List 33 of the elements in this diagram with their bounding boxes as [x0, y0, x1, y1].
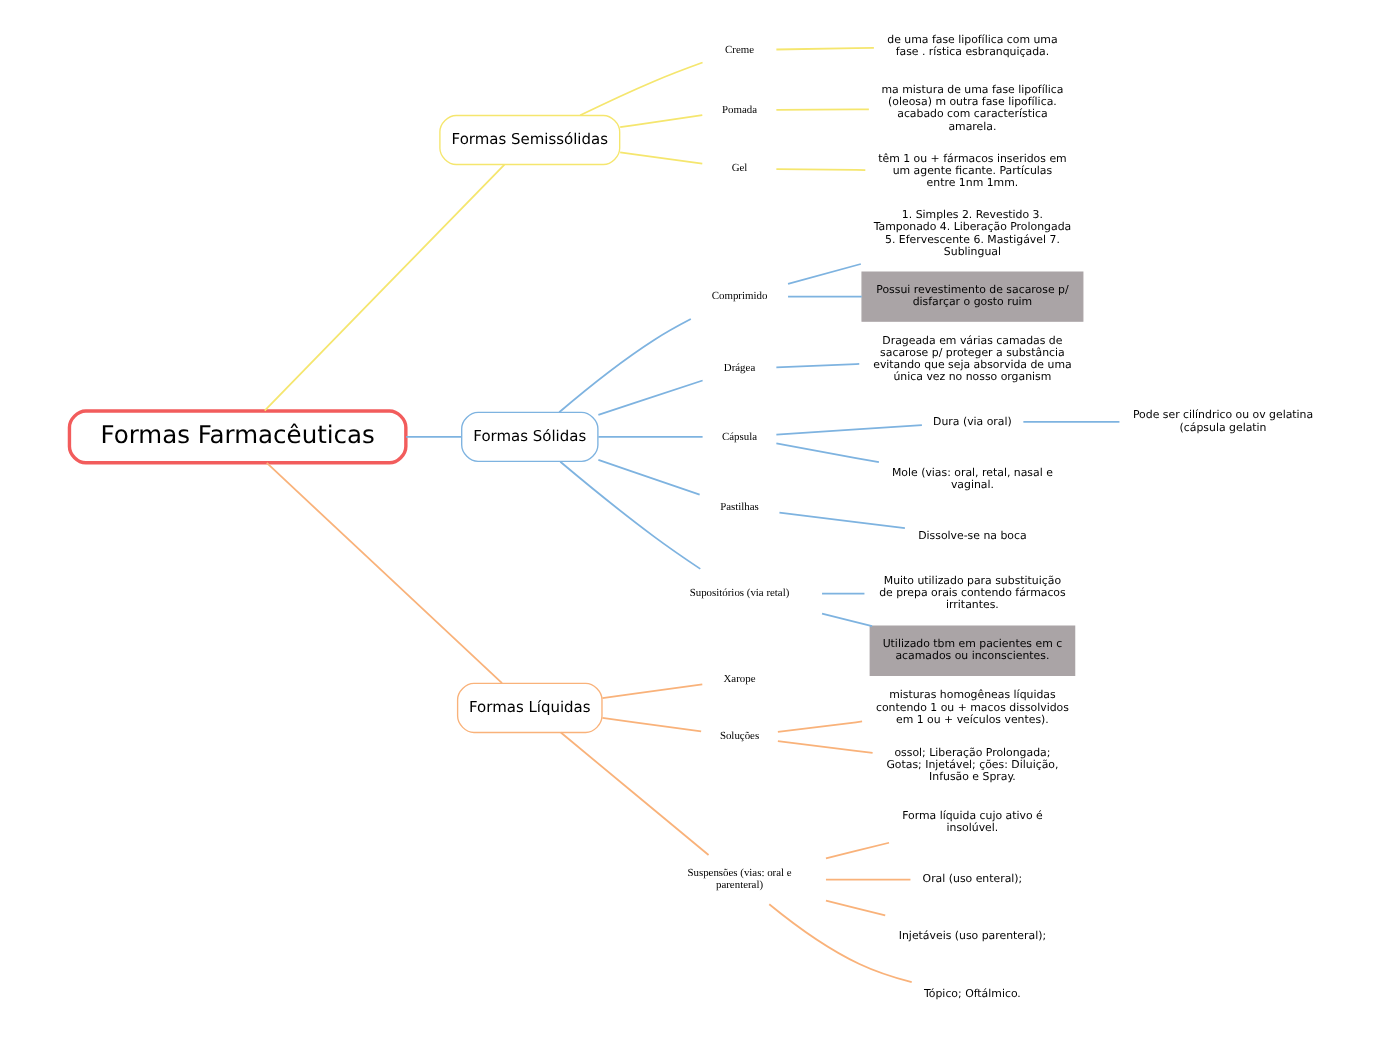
connector: [774, 108, 869, 111]
connector: [618, 151, 703, 165]
connector: [786, 263, 861, 285]
connector: [600, 683, 703, 699]
connector: [774, 363, 860, 369]
connector: [1021, 421, 1120, 423]
connector: [262, 163, 505, 412]
connector: [596, 436, 703, 438]
connector: [558, 731, 709, 856]
connector: [557, 318, 691, 414]
connector: [774, 424, 922, 436]
connector: [404, 436, 462, 438]
connector: [776, 740, 873, 754]
connector: [558, 460, 701, 570]
connector: [767, 903, 912, 984]
connector: [596, 459, 700, 496]
connector: [786, 295, 862, 298]
connector: [824, 878, 911, 881]
connector: [600, 716, 702, 733]
connector: [777, 511, 905, 529]
connector: [264, 462, 502, 685]
connector: [618, 114, 703, 128]
connector: [824, 899, 886, 917]
connector: [820, 592, 865, 595]
connector: [774, 46, 874, 51]
connector: [820, 612, 872, 628]
connector: [774, 442, 879, 464]
connector: [774, 168, 866, 171]
connector: [824, 841, 889, 860]
connector: [776, 720, 862, 733]
connector: [596, 379, 703, 416]
connector: [578, 61, 703, 117]
node-box: Formas Farmacêuticas: [66, 409, 407, 465]
